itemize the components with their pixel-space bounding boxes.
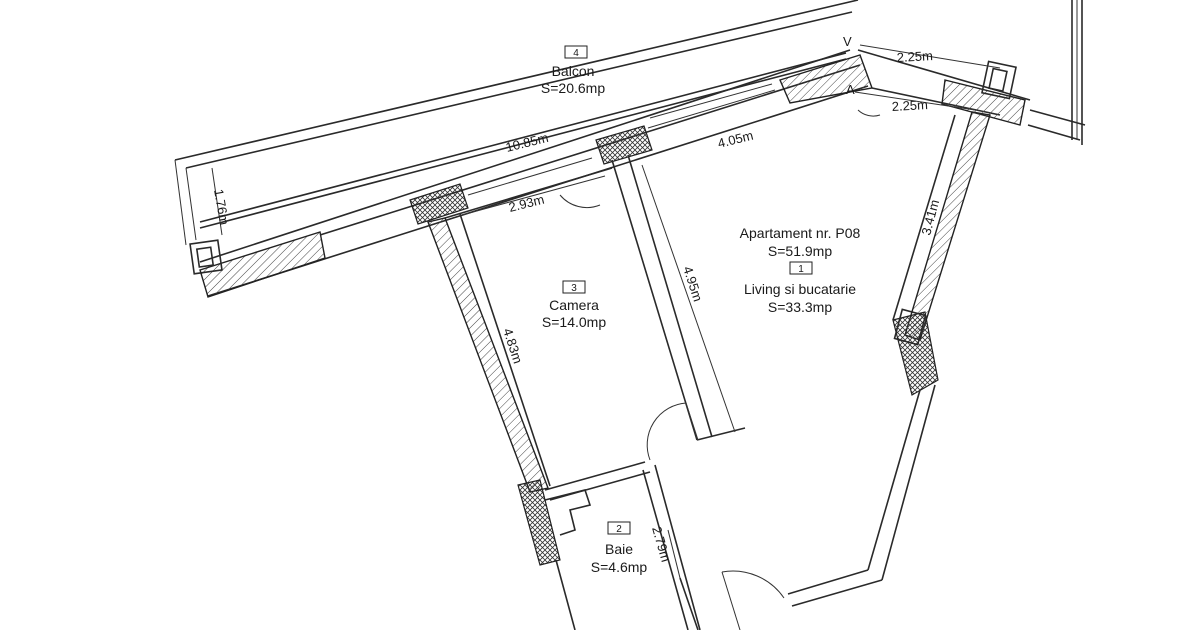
- facade-wall-segment-left: [199, 231, 326, 298]
- balcony-depth-dim: 1.76m: [211, 188, 232, 226]
- shaft-right: [981, 60, 1017, 100]
- baie-left-wall: [555, 559, 576, 630]
- room-number-box-living: [789, 261, 813, 275]
- section-marker-a: A: [846, 82, 855, 97]
- facade-wall-outer: [199, 49, 851, 263]
- room-area-living: S=33.3mp: [768, 299, 832, 315]
- dim-living-top: 4.05m: [716, 128, 755, 151]
- baie-room: [517, 461, 701, 630]
- balcony-left-end: [174, 159, 187, 246]
- label-apartment: Apartament nr. P08 S=51.9mp: [740, 225, 861, 259]
- room-number-camera: 3: [571, 283, 577, 294]
- baie-top-wall: [544, 461, 646, 491]
- door-leaf-camera: [685, 402, 699, 441]
- section-marker-v: V: [843, 34, 852, 49]
- door-swing-camera-top: [559, 194, 601, 209]
- room-number-box-camera: [562, 280, 586, 294]
- apartment-area: S=51.9mp: [768, 243, 832, 259]
- baie-dim-line: [667, 529, 681, 579]
- dim-top-right-inner-line: [854, 91, 976, 111]
- right-column: [892, 311, 939, 396]
- room-area-camera: S=14.0mp: [542, 314, 606, 330]
- facade-wall-segment-right: [779, 54, 873, 104]
- room-number-box-balcon: [564, 45, 588, 59]
- room-number-baie: 2: [616, 524, 622, 535]
- living-lower-right-wall-inner: [867, 389, 921, 571]
- balcony-outer-edge: [174, 0, 859, 161]
- room-name-balcon: Balcon: [552, 63, 595, 79]
- living-right-wall-inner: [892, 114, 956, 321]
- label-living: 1 Living si bucatarie S=33.3mp: [744, 261, 856, 315]
- baie-right-wall-inner: [642, 469, 689, 630]
- door-swing-camera: [646, 402, 687, 461]
- corner-wall-hatch: [941, 79, 1026, 126]
- dim-balcon-length: 10.85m: [504, 130, 550, 155]
- dim-baie-right: 2.79m: [649, 525, 673, 564]
- room-number-balcon: 4: [573, 48, 579, 59]
- room-number-living: 1: [798, 264, 804, 275]
- window-living: [647, 89, 776, 129]
- camera-top-dim-line: [461, 175, 606, 216]
- room-name-camera: Camera: [549, 297, 599, 313]
- dim-middle-wall: 4.95m: [680, 264, 705, 303]
- window-camera: [467, 157, 593, 196]
- door-leaf-entry: [721, 571, 741, 630]
- living-right-wall: [904, 111, 991, 341]
- door-swing-entry: [721, 570, 785, 599]
- middle-wall-left: [611, 159, 698, 441]
- baie-column: [517, 479, 561, 566]
- baie-right-wall-outer: [654, 464, 701, 630]
- dim-top-right-outer-line: [859, 44, 1001, 69]
- balcony-depth-dim-line: [211, 167, 223, 236]
- room-name-baie: Baie: [605, 541, 633, 557]
- room-name-living: Living si bucatarie: [744, 281, 856, 297]
- shaft-left-inner: [195, 246, 215, 268]
- right-shaft: [893, 308, 927, 346]
- label-balcon: 4 Balcon S=20.6mp: [541, 45, 605, 96]
- neighbor-wall-1: [1029, 109, 1086, 126]
- apartment-name: Apartament nr. P08: [740, 225, 861, 241]
- room-area-baie: S=4.6mp: [591, 559, 648, 575]
- middle-wall-right: [627, 154, 713, 438]
- shaft-left: [189, 239, 223, 275]
- facade-column-2: [595, 125, 653, 165]
- shaft-right-inner: [988, 67, 1008, 92]
- room-number-box-baie: [607, 521, 631, 535]
- baie-door-jamb: [679, 577, 699, 630]
- room-area-balcon: S=20.6mp: [541, 80, 605, 96]
- dim-top-right-inner: 2.25m: [891, 97, 928, 114]
- corner-wall: 2.25m 2.25m V A: [843, 0, 1086, 145]
- facade-column-1: [409, 183, 469, 225]
- facade-wall: [189, 49, 873, 298]
- balcony-rail-line-1: [185, 11, 853, 169]
- label-camera: 3 Camera S=14.0mp: [542, 280, 606, 330]
- living-bottom-wall-outer: [791, 579, 883, 607]
- baie-shaft: [544, 489, 592, 536]
- balcony-rail-line-2: [199, 52, 847, 223]
- balcony-left-end-inner: [185, 167, 197, 241]
- dim-camera-top: 2.93m: [507, 192, 546, 215]
- facade-wall-mid: [319, 64, 861, 236]
- dim-top-right-outer: 2.25m: [896, 48, 933, 65]
- label-baie: 2 Baie S=4.6mp: [591, 521, 648, 575]
- camera-left-wall-inner: [459, 213, 551, 487]
- camera-room: [427, 154, 746, 493]
- middle-wall-dim-line: [641, 164, 736, 433]
- living-lower-right-wall-outer: [881, 384, 936, 581]
- camera-top-wall: [444, 167, 613, 219]
- camera-left-wall: [427, 217, 549, 493]
- corner-wall-top: [857, 49, 1031, 101]
- window-living-2: [649, 83, 773, 119]
- door-swing-corner: [857, 109, 881, 117]
- living-bottom-wall-inner: [787, 569, 869, 595]
- middle-wall-end: [696, 427, 746, 441]
- living-room-walls: [721, 111, 991, 630]
